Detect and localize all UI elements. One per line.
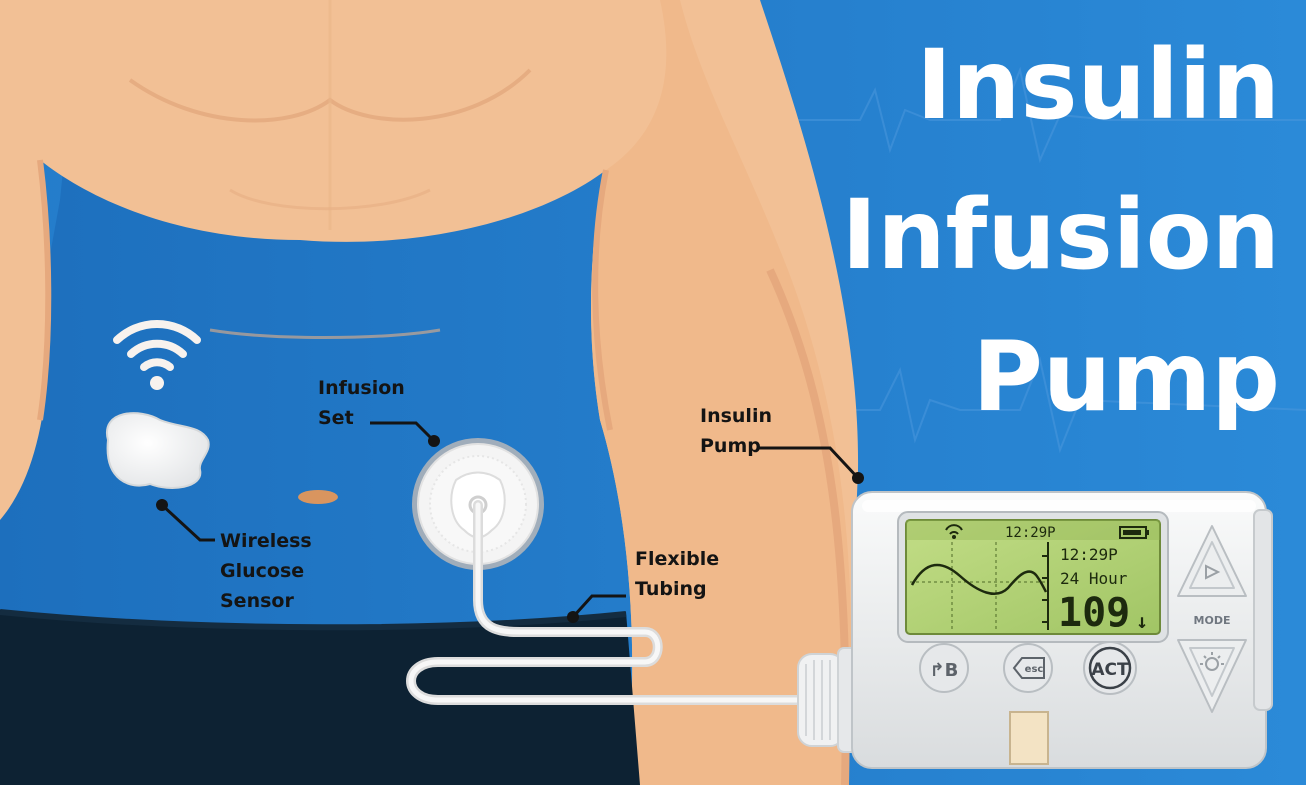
navel [298, 490, 338, 504]
act-button[interactable]: ACT [1084, 642, 1136, 694]
back-button[interactable]: esc [1004, 644, 1052, 692]
bolus-button[interactable]: ↱B [920, 644, 968, 692]
mode-label: MODE [1194, 614, 1231, 627]
label-set: Set [318, 407, 354, 429]
glucose-value: 109 [1058, 590, 1130, 636]
act-label: ACT [1091, 660, 1129, 680]
label-insulin: Insulin [700, 405, 772, 427]
label-pump: Pump [700, 435, 761, 457]
label-glucose: Glucose [220, 560, 304, 582]
status-time: 12:29P [1005, 525, 1056, 541]
screen-time: 12:29P [1060, 545, 1118, 564]
label-flexible: Flexible [635, 548, 719, 570]
label-tubing: Tubing [635, 578, 707, 600]
back-label: esc [1025, 664, 1044, 675]
insulin-pump: 12:29P 12:29P 24 Hour 109 ↓ [798, 492, 1272, 768]
bolus-label: ↱B [930, 660, 959, 681]
label-infusion: Infusion [318, 377, 405, 399]
label-wireless: Wireless [220, 530, 312, 552]
label-sensor: Sensor [220, 590, 294, 612]
title-line-1: Insulin [916, 29, 1280, 141]
title-line-2: Infusion [841, 179, 1280, 291]
screen-period: 24 Hour [1060, 569, 1128, 588]
trend-arrow: ↓ [1136, 609, 1148, 633]
title-line-3: Pump [973, 321, 1280, 433]
